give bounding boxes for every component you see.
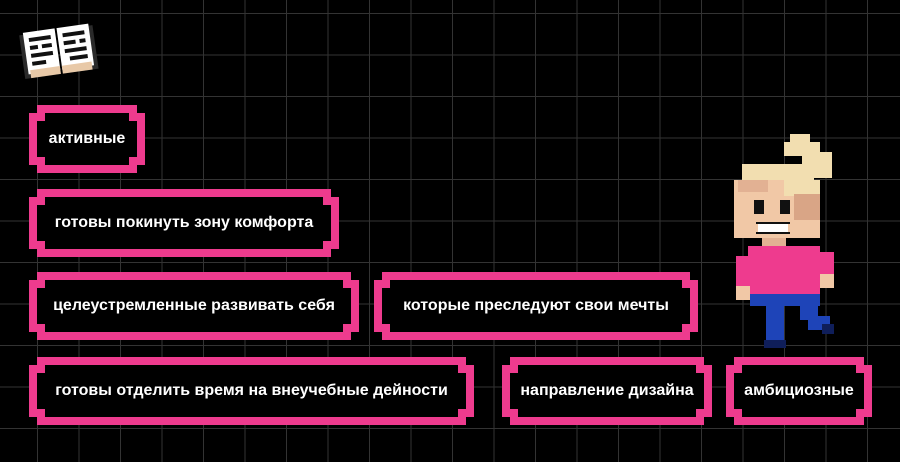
tag-design: направление дизайна bbox=[502, 357, 712, 425]
tag-label: амбициозные bbox=[744, 382, 854, 399]
pixel-girl-character-icon bbox=[734, 134, 834, 348]
tag-label: направление дизайна bbox=[520, 382, 694, 399]
tag-label: которые преследуют свои мечты bbox=[403, 297, 669, 314]
tag-self-development: целеустремленные развивать себя bbox=[29, 272, 359, 340]
tag-dreams: которые преследуют свои мечты bbox=[374, 272, 698, 340]
tag-label: целеустремленные развивать себя bbox=[53, 297, 335, 314]
tag-active: активные bbox=[29, 105, 145, 173]
pixel-book-logo-icon bbox=[19, 23, 99, 79]
tag-label: активные bbox=[48, 130, 126, 147]
tag-comfort-zone: готовы покинуть зону комфорта bbox=[29, 189, 339, 257]
tag-label: готовы покинуть зону комфорта bbox=[54, 214, 314, 231]
tag-label: готовы отделить время на внеучебные дейн… bbox=[55, 382, 448, 399]
tag-extracurricular: готовы отделить время на внеучебные дейн… bbox=[29, 357, 474, 425]
tag-ambitious: амбициозные bbox=[726, 357, 872, 425]
